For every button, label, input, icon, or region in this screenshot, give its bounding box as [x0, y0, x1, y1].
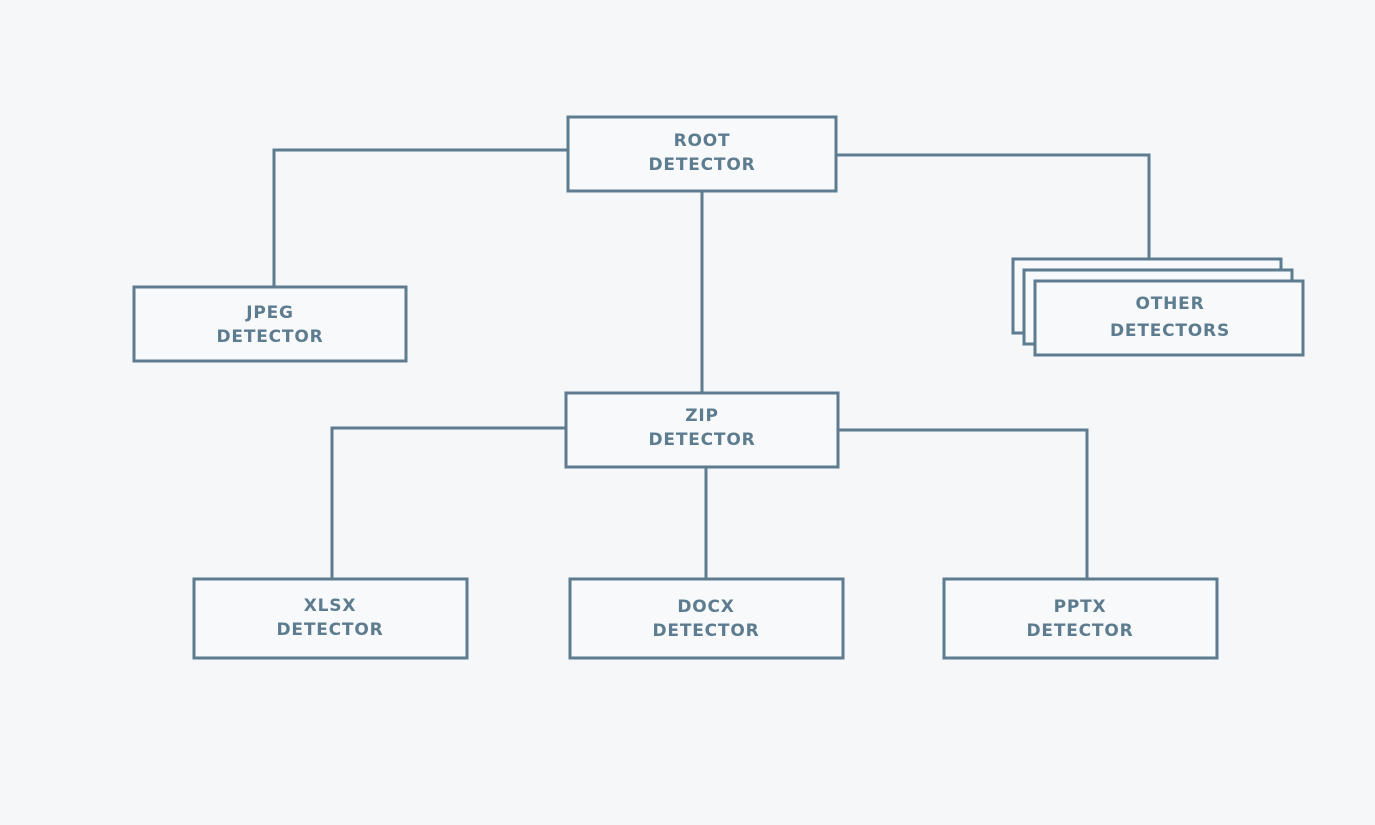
zip-detector-box[interactable]: [564, 391, 840, 469]
docx-detector-label-line1: DOCX: [677, 597, 734, 617]
pptx-detector-label-line2: DETECTOR: [1027, 621, 1134, 641]
xlsx-detector-label-line2: DETECTOR: [277, 620, 384, 640]
connector-layer: [272, 148, 1151, 579]
docx-detector-label-line2: DETECTOR: [653, 621, 760, 641]
root-detector-box[interactable]: [566, 115, 838, 193]
node-jpeg-detector[interactable]: JPEG DETECTOR: [132, 285, 408, 363]
other-detectors-label-line1: OTHER: [1136, 294, 1205, 314]
node-zip-detector[interactable]: ZIP DETECTOR: [564, 391, 840, 469]
edge-zip-to-pptx: [838, 428, 1089, 579]
pptx-detector-label-line1: PPTX: [1054, 597, 1107, 617]
zip-detector-label-line2: DETECTOR: [649, 430, 756, 450]
xlsx-detector-box[interactable]: [192, 577, 469, 660]
jpeg-detector-box[interactable]: [132, 285, 408, 363]
node-docx-detector[interactable]: DOCX DETECTOR: [568, 577, 845, 660]
xlsx-detector-label-line1: XLSX: [304, 596, 357, 616]
jpeg-detector-label-line1: JPEG: [245, 303, 294, 323]
jpeg-detector-label-line2: DETECTOR: [217, 327, 324, 347]
root-detector-label-line2: DETECTOR: [649, 155, 756, 175]
pptx-detector-box[interactable]: [942, 577, 1219, 660]
other-detectors-box[interactable]: [1033, 279, 1305, 357]
node-pptx-detector[interactable]: PPTX DETECTOR: [942, 577, 1219, 660]
docx-detector-box[interactable]: [568, 577, 845, 660]
edge-root-to-other: [836, 153, 1151, 258]
node-other-detectors[interactable]: OTHER DETECTORS: [1033, 279, 1305, 357]
edge-root-to-jpeg: [272, 148, 568, 287]
node-root-detector[interactable]: ROOT DETECTOR: [566, 115, 838, 193]
node-xlsx-detector[interactable]: XLSX DETECTOR: [192, 577, 469, 660]
zip-detector-label-line1: ZIP: [685, 406, 719, 426]
edge-zip-to-xlsx: [330, 426, 566, 579]
root-detector-label-line1: ROOT: [674, 131, 731, 151]
other-detectors-label-line2: DETECTORS: [1110, 321, 1230, 341]
